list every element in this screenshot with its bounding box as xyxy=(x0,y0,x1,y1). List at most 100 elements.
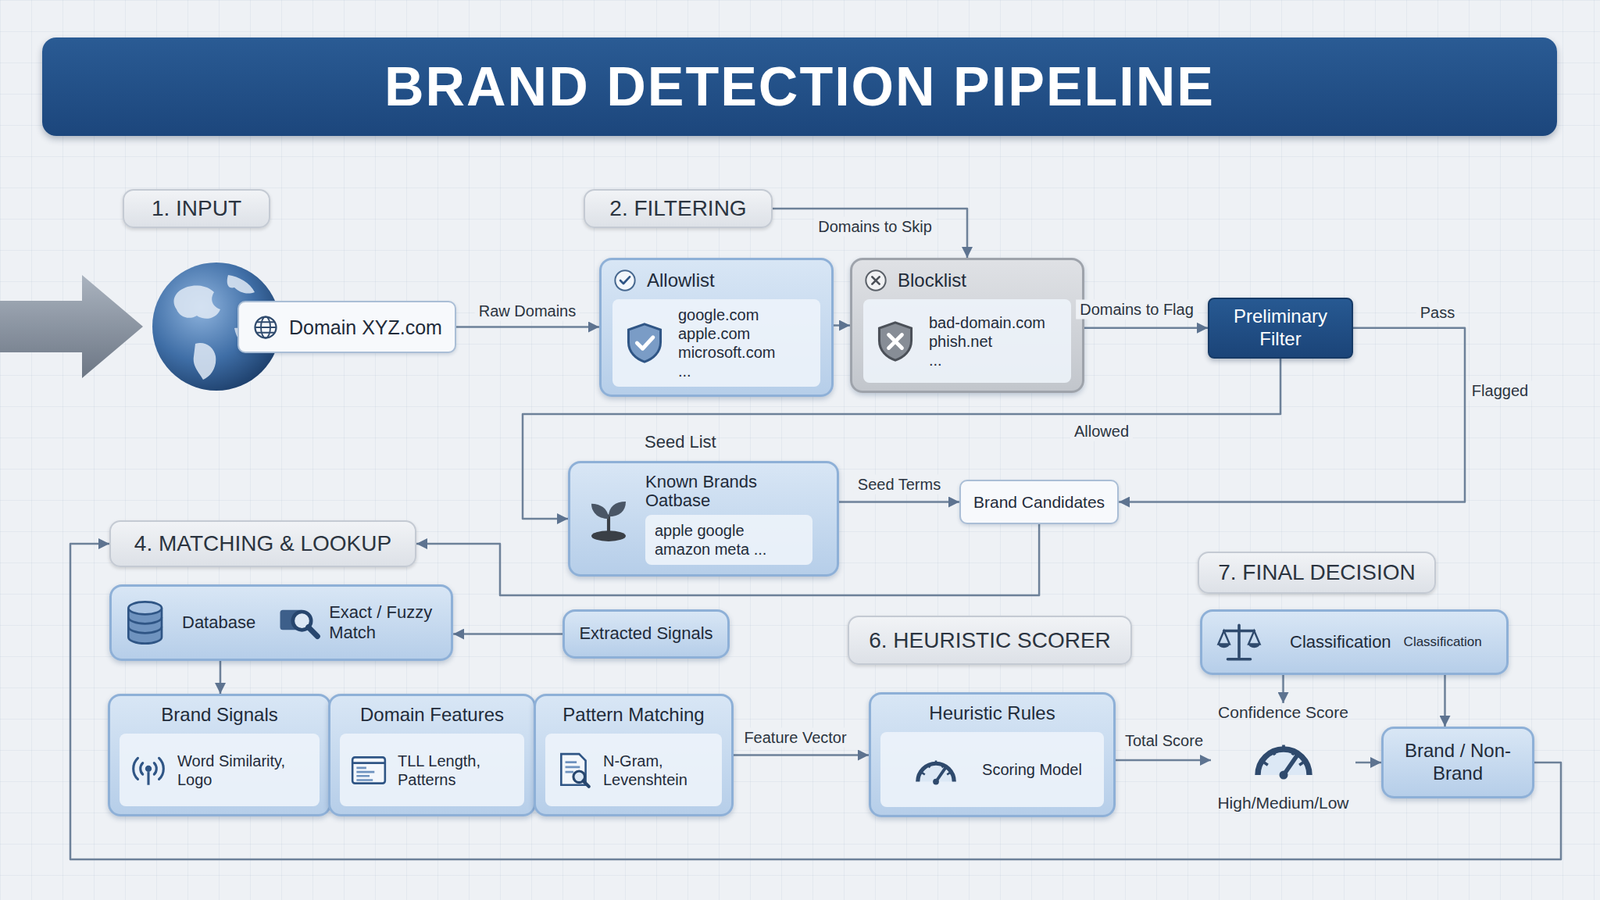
graphic xyxy=(878,321,911,360)
connector xyxy=(833,324,850,327)
node-text: Allowlist xyxy=(646,269,715,292)
connector xyxy=(219,660,222,694)
connector xyxy=(1355,761,1382,765)
connector xyxy=(1443,675,1447,727)
list-panel: google.com apple.com microsoft.com ... xyxy=(612,299,821,387)
icon xyxy=(124,597,175,648)
database-box: Seed ListKnown Brands Oatbaseapple googl… xyxy=(567,460,840,577)
list-box: Allowlist google.com apple.com microsoft.… xyxy=(599,257,834,397)
connector xyxy=(70,543,1561,860)
process-box: Brand Candidates xyxy=(959,479,1119,525)
graphic xyxy=(133,757,165,779)
section-label: 7. FINAL DECISION xyxy=(1197,551,1436,594)
feature-box: Pattern MatchingN-Gram, Levenshtein xyxy=(533,693,734,817)
title-band: BRAND DETECTION PIPELINE xyxy=(42,37,1558,136)
process-box: Extracted Signals xyxy=(562,609,730,659)
graphic xyxy=(146,771,150,786)
graphic xyxy=(582,492,635,545)
graphic xyxy=(636,337,654,350)
node-text: Seed List xyxy=(644,432,717,453)
icon xyxy=(872,318,918,365)
icon xyxy=(1216,619,1262,665)
graphic xyxy=(554,750,594,790)
connector xyxy=(1115,759,1211,762)
graphic xyxy=(865,270,886,290)
icon xyxy=(251,313,280,342)
classifier-box: ClassificationClassification xyxy=(1200,609,1509,675)
output-box: Brand / Non-Brand xyxy=(1381,726,1535,799)
node-text: 7. FINAL DECISION xyxy=(1217,560,1416,586)
seed-panel: apple google amazon meta ... xyxy=(645,514,813,565)
node-text: apple google amazon meta ... xyxy=(654,521,804,559)
node-text: 4. MATCHING & LOOKUP xyxy=(134,531,392,557)
node-text: Brand Candidates xyxy=(973,492,1105,512)
node-text: Preliminary Filter xyxy=(1221,305,1340,351)
graphic xyxy=(1217,643,1260,648)
feature-panel: Word Similarity, Logo xyxy=(119,733,320,807)
section-label: 1. INPUT xyxy=(122,189,271,229)
graphic xyxy=(277,600,322,645)
graphic xyxy=(872,318,918,365)
node-text: Word Similarity, Logo xyxy=(177,751,311,790)
feature-panel: TLL Length, Patterns xyxy=(339,733,525,807)
node-text: Confidence Score xyxy=(1217,703,1349,722)
title-text: BRAND DETECTION PIPELINE xyxy=(384,55,1215,118)
feature-box: Domain FeaturesTLL Length, Patterns xyxy=(328,693,536,817)
node-text: Domain XYZ.com xyxy=(289,315,443,340)
list-panel: bad-domain.com phish.net ... xyxy=(863,299,1072,383)
node-text: 2. FILTERING xyxy=(609,196,747,222)
scorer-box: Heuristic RulesScoring Model xyxy=(868,692,1116,818)
node-text: N-Gram, Levenshtein xyxy=(603,751,713,790)
graphic xyxy=(1232,723,1335,793)
graphic xyxy=(863,267,889,293)
graphic xyxy=(145,764,152,772)
lookup-box: DatabaseExact / Fuzzy Match xyxy=(109,584,454,661)
graphic xyxy=(124,597,175,648)
node-text: High/Medium/Low xyxy=(1217,793,1349,813)
node-text: Pattern Matching xyxy=(562,703,704,726)
input-box: Domain XYZ.com xyxy=(237,300,457,354)
graphic xyxy=(128,750,168,790)
globe xyxy=(152,262,281,391)
node-text: Scoring Model xyxy=(982,760,1083,779)
graphic xyxy=(128,601,162,615)
icon xyxy=(863,267,889,293)
connector xyxy=(453,632,563,636)
icon xyxy=(612,267,638,293)
graphic xyxy=(932,778,940,786)
graphic xyxy=(582,780,589,786)
graphic xyxy=(621,320,668,366)
node-text: Known Brands Oatbase xyxy=(645,472,802,511)
graphic xyxy=(255,321,277,333)
icon xyxy=(128,750,168,790)
graphic xyxy=(902,745,970,794)
graphic xyxy=(612,267,638,293)
list-header: Blocklist xyxy=(863,267,1072,293)
graphic xyxy=(1278,771,1288,780)
icon xyxy=(554,750,594,790)
graphic xyxy=(1217,631,1260,645)
icon xyxy=(582,492,635,545)
connector xyxy=(733,753,869,757)
connector xyxy=(839,500,960,504)
node-text: 1. INPUT xyxy=(151,196,242,222)
node-text: google.com apple.com microsoft.com ... xyxy=(678,305,811,381)
graphic xyxy=(352,757,386,783)
node-text: Classification xyxy=(1289,632,1392,653)
icon xyxy=(621,320,668,366)
graphic xyxy=(889,334,903,348)
graphic xyxy=(620,276,630,284)
section-label: 4. MATCHING & LOOKUP xyxy=(109,520,417,568)
graphic xyxy=(308,627,318,637)
node-text: Heuristic Rules xyxy=(928,702,1055,725)
connector xyxy=(1282,675,1285,704)
icon xyxy=(277,600,322,645)
node-text: Database xyxy=(182,612,256,633)
edge-label: Seed Terms xyxy=(853,475,945,495)
icon xyxy=(1232,723,1335,793)
input-arrow xyxy=(0,275,143,379)
graphic xyxy=(591,503,609,519)
connector xyxy=(1084,327,1208,330)
node-text: Domain Features xyxy=(360,703,504,726)
